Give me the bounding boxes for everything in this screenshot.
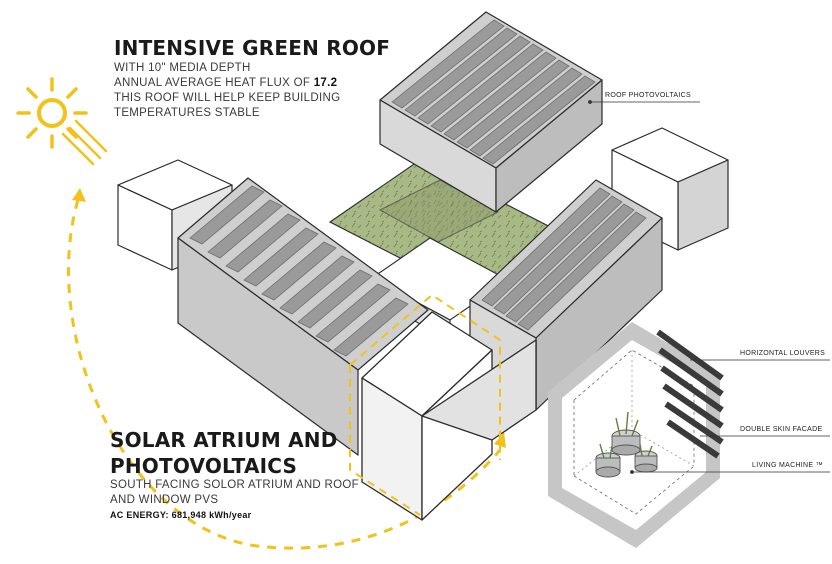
sun-path-arc [67, 199, 502, 550]
heat-flux-label: ANNUAL AVERAGE HEAT FLUX OF [114, 77, 314, 89]
solar-heading-line-1: SOLAR ATRIUM AND [110, 428, 338, 452]
green-roof-heading: INTENSIVE GREEN ROOF [114, 36, 391, 60]
green-roof-line-1: WITH 10" MEDIA DEPTH [114, 62, 251, 74]
sun-icon [16, 77, 108, 166]
west-pv-panels [189, 185, 409, 357]
green-roof-line-2: ANNUAL AVERAGE HEAT FLUX OF 17.2 [114, 76, 414, 91]
atrium-dashed-outline [349, 293, 501, 516]
east-pv-panels [481, 187, 647, 331]
callout-living-machine: LIVING MACHINE ™ [752, 462, 823, 469]
north-pv-panels [391, 19, 596, 165]
ac-energy-value: AC ENERGY: 681,948 kWh/year [110, 510, 252, 520]
green-roof-line-4: TEMPERATURES STABLE [114, 107, 260, 119]
arrow-right-icon [494, 432, 506, 448]
callout-horizontal-louvers: HORIZONTAL LOUVERS [740, 350, 826, 357]
arrow-up-icon [72, 188, 86, 202]
solar-description: SOUTH FACING SOLOR ATRIUM AND ROOF AND W… [110, 478, 410, 508]
solar-line-1: SOUTH FACING SOLOR ATRIUM AND ROOF [110, 479, 359, 491]
leader-lines [588, 100, 830, 474]
plant-pot-icon [595, 411, 658, 478]
green-roof-description: WITH 10" MEDIA DEPTH ANNUAL AVERAGE HEAT… [114, 61, 414, 121]
callout-roof-photovoltaics: ROOF PHOTOVOLTAICS [605, 92, 691, 99]
atrium-box [361, 311, 537, 521]
solar-line-2: AND WINDOW PVS [110, 494, 219, 506]
solar-heading-line-2: PHOTOVOLTAICS [110, 454, 298, 478]
west-wing-box [117, 159, 233, 271]
callout-double-skin-facade: DOUBLE SKIN FACADE [740, 426, 823, 433]
green-roof-line-3: THIS ROOF WILL HELP KEEP BUILDING [114, 92, 341, 104]
heat-flux-value: 17.2 [313, 77, 338, 89]
